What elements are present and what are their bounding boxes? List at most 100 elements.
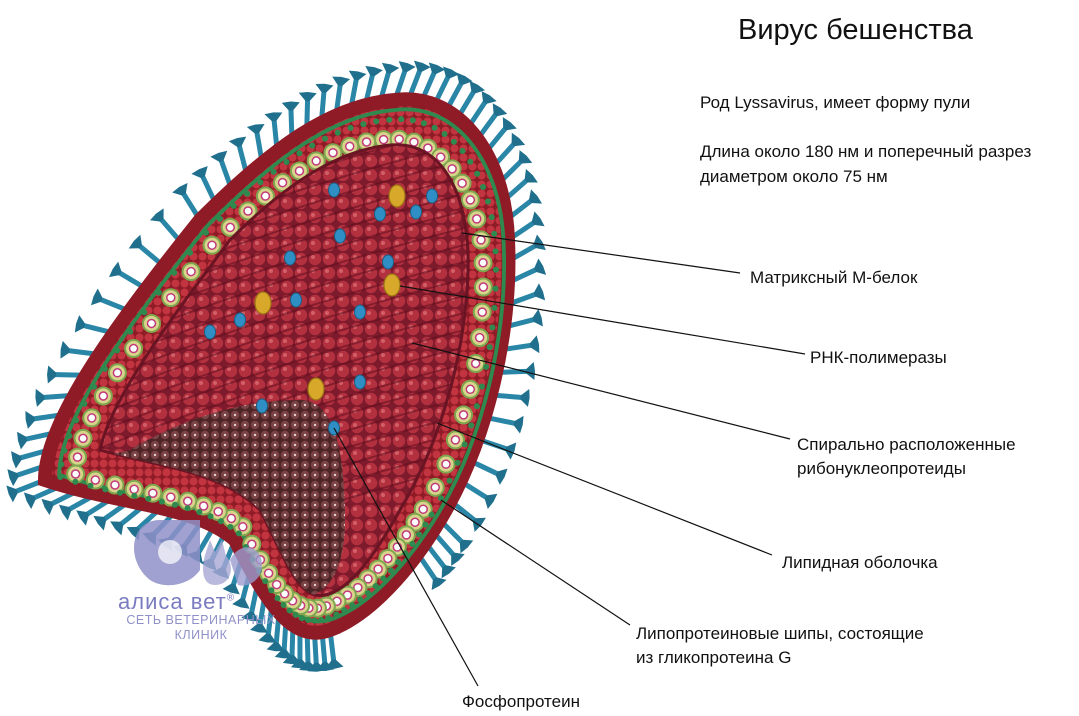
polymerase-bead [384,274,400,296]
envelope-bead [309,142,315,148]
envelope-bead [493,286,499,292]
envelope-bead [66,433,72,439]
spike-head [7,469,18,486]
envelope-bead [380,576,386,582]
spike-head [17,432,27,450]
spike-head [399,61,416,72]
envelope-bead [357,597,363,603]
envelope-bead [57,474,63,480]
spike-head [25,411,35,429]
matrix-ring-center [74,453,82,461]
envelope-bead [141,309,147,315]
envelope-bead [91,384,97,390]
envelope-bead [373,583,379,589]
matrix-ring-center [88,414,96,422]
matrix-ring-center [476,334,484,342]
matrix-ring-center [384,554,392,562]
matrix-ring-center [479,283,487,291]
envelope-bead [87,483,93,489]
envelope-bead [429,512,435,518]
envelope-bead [422,522,428,528]
envelope-bead [487,344,493,350]
envelope-bead [386,117,392,123]
matrix-ring-center [130,485,138,493]
leader-line [441,500,630,625]
phosphoprotein-dot [427,189,438,203]
spike-head [6,485,17,502]
matrix-ring-center [478,308,486,316]
matrix-ring-center [472,359,480,367]
matrix-ring-center [460,411,468,419]
phosphoprotein-dot [411,205,422,219]
envelope-bead [485,198,491,204]
spike-head [532,309,542,326]
spike-head [47,365,56,383]
envelope-bead [468,422,474,428]
phosphoprotein-dot [335,229,346,243]
envelope-bead [341,607,347,613]
spike-head [129,235,142,249]
envelope-bead [244,191,250,197]
spike-head [332,77,350,86]
spike-head [264,112,282,121]
matrix-ring-center [395,135,403,143]
matrix-ring-center [477,236,485,244]
envelope-bead [432,125,438,131]
envelope-bead [395,559,401,565]
envelope-bead [172,502,178,508]
spike-head [533,234,545,250]
spike-head [530,335,540,353]
matrix-ring-center [167,294,175,302]
spike-head [442,565,456,578]
spike-head [109,262,121,277]
spike-head [429,62,445,74]
spike-head [514,416,524,434]
matrix-ring-center [239,523,247,531]
envelope-bead [416,531,422,537]
phosphoprotein-dot [291,293,302,307]
spike-head [470,81,485,94]
spike-head [482,91,497,104]
envelope-bead [187,250,193,256]
envelope-bead [275,595,281,601]
envelope-bead [398,116,404,122]
envelope-bead [483,364,489,370]
label-lipoprotein-spikes: Липопротеиновые шипы, состоящие из глико… [636,622,924,670]
envelope-bead [348,125,354,131]
spike-head [24,493,36,509]
envelope-bead [131,493,137,499]
matrix-ring-center [312,157,320,165]
envelope-bead [410,117,416,123]
spike-head [11,451,22,468]
spike-head [365,66,383,76]
matrix-ring-center [214,508,222,516]
spike-head [525,169,538,183]
logo-subtitle: СЕТЬ ВЕТЕРИНАРНЫХ КЛИНИК [101,613,301,643]
spike-head [60,341,69,359]
matrix-ring-center [380,136,388,144]
envelope-bead [102,366,108,372]
envelope-bead [335,130,341,136]
phosphoprotein-dot [375,207,386,221]
matrix-ring-center [363,138,371,146]
spike-head [110,521,123,535]
envelope-bead [196,509,202,515]
envelope-bead [61,448,67,454]
matrix-ring-center [295,167,303,175]
spike-head [519,150,532,163]
matrix-ring-center [473,215,481,223]
leader-line [437,423,772,555]
matrix-ring-center [466,196,474,204]
envelope-bead [284,159,290,165]
envelope-bead [489,214,495,220]
matrix-ring-center [244,207,252,215]
spike-head [229,137,246,148]
phosphoprotein-dot [355,375,366,389]
envelope-bead [479,384,485,390]
envelope-bead [325,615,331,621]
matrix-ring-center [437,153,445,161]
envelope-bead [185,505,191,511]
matrix-ring-center [72,470,80,478]
matrix-ring-center [208,241,216,249]
matrix-ring-center [91,476,99,484]
